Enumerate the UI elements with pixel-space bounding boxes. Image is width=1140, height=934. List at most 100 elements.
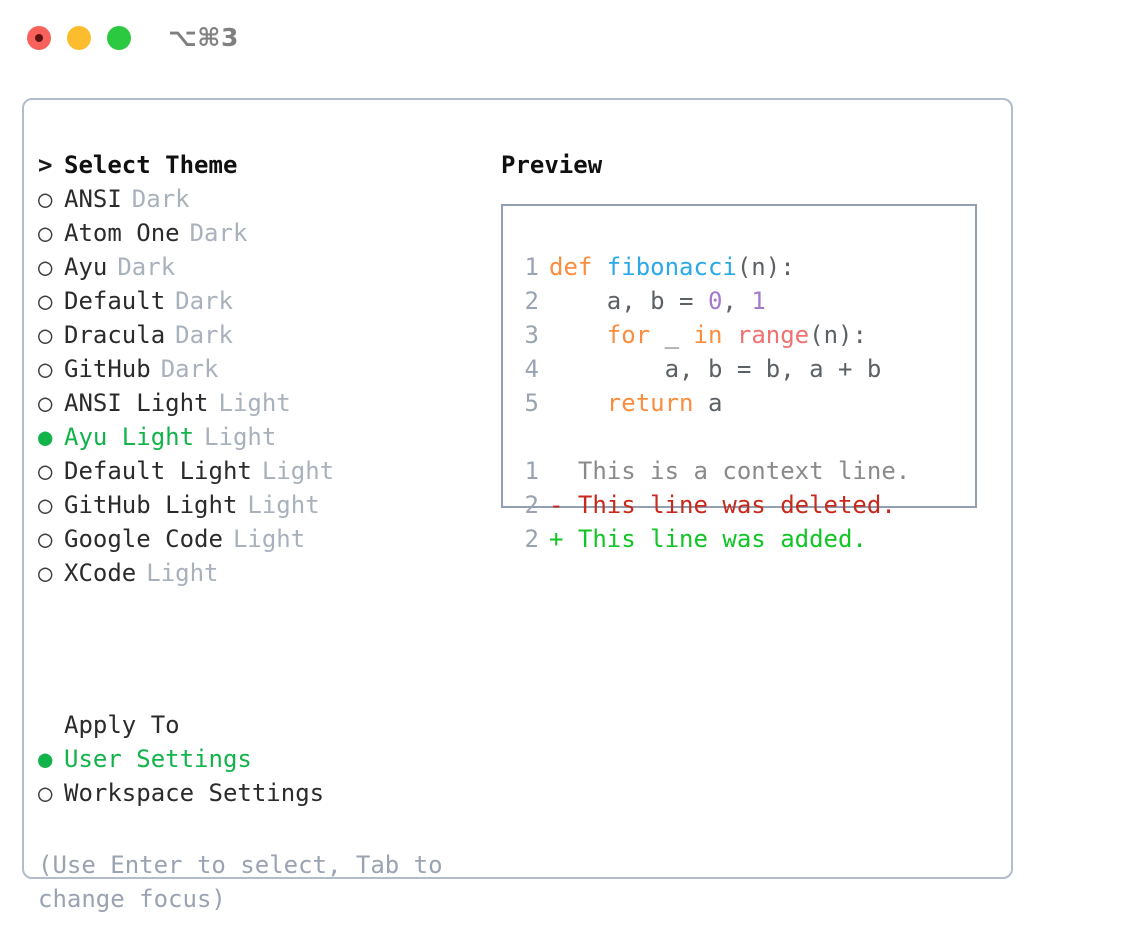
minimize-window-button[interactable]	[67, 26, 91, 50]
apply-to-item-user-settings[interactable]: ●User Settings	[38, 742, 498, 776]
radio-unselected-icon: ○	[38, 491, 53, 519]
radio-selected-icon: ●	[38, 423, 53, 451]
code-line-number: 4	[524, 355, 539, 383]
radio-unselected-icon: ○	[38, 779, 53, 807]
radio-unselected-icon: ○	[38, 287, 53, 315]
code-line: 5 return a	[515, 386, 967, 420]
radio-unselected-icon: ○	[38, 219, 53, 247]
radio-unselected-icon: ○	[38, 321, 53, 349]
code-token: for	[606, 321, 651, 349]
diff-line: 2+ This line was added.	[515, 522, 967, 556]
code-token: 1	[751, 287, 766, 315]
code-token: def	[549, 253, 607, 281]
window-titlebar: ⌥⌘3	[0, 0, 1140, 78]
code-token: _	[650, 321, 694, 349]
apply-to-group: ○ Apply To ●User Settings○Workspace Sett…	[38, 708, 498, 810]
code-token: in	[693, 321, 723, 349]
diff-line-content: + This line was added.	[549, 525, 867, 553]
code-line-content: return a	[549, 386, 723, 420]
theme-item-label: GitHub Light	[64, 491, 238, 519]
apply-to-heading: ○ Apply To	[38, 708, 498, 742]
theme-item-label: Default	[64, 287, 166, 315]
radio-unselected-icon: ○	[38, 389, 53, 417]
apply-to-heading-label: Apply To	[64, 711, 180, 739]
theme-item-tag: Light	[146, 559, 219, 587]
code-line: 4 a, b = b, a + b	[515, 352, 967, 386]
close-icon	[35, 34, 43, 42]
theme-item-github-light[interactable]: ○ GitHub Light Light	[38, 488, 498, 522]
theme-item-label: Google Code	[64, 525, 223, 553]
apply-to-item-workspace-settings[interactable]: ○ Workspace Settings	[38, 776, 498, 810]
theme-item-label: Default Light	[64, 457, 252, 485]
diff-line: 1 This is a context line.	[515, 454, 967, 488]
code-token: fibonacci	[606, 253, 737, 281]
theme-item-default[interactable]: ○ Default Dark	[38, 284, 498, 318]
code-token: return	[606, 389, 694, 417]
diff-line-number: 2	[524, 491, 539, 519]
theme-item-dracula[interactable]: ○ Dracula Dark	[38, 318, 498, 352]
theme-item-tag: Dark	[160, 355, 219, 383]
radio-unselected-icon: ○	[38, 457, 53, 485]
radio-unselected-icon: ○	[38, 525, 53, 553]
theme-item-default-light[interactable]: ○ Default Light Light	[38, 454, 498, 488]
theme-item-tag: Dark	[189, 219, 248, 247]
radio-unselected-icon: ○	[38, 355, 53, 383]
close-window-button[interactable]	[27, 26, 51, 50]
code-line-number: 2	[524, 287, 539, 315]
code-line-number: 3	[524, 321, 539, 349]
code-line: 2 a, b = 0, 1	[515, 284, 967, 318]
theme-item-label: ANSI	[64, 185, 122, 213]
theme-item-tag: Light	[204, 423, 277, 451]
code-line-number: 5	[524, 389, 539, 417]
radio-unselected-icon: ○	[38, 559, 53, 587]
window-title: ⌥⌘3	[168, 23, 239, 52]
theme-item-tag: Dark	[131, 185, 190, 213]
spacer-icon: ○	[38, 708, 64, 742]
keyboard-hint: (Use Enter to select, Tab to change focu…	[38, 851, 458, 913]
code-line: 3 for _ in range(n):	[515, 318, 967, 352]
code-token: a, b =	[549, 287, 708, 315]
theme-item-label: Dracula	[64, 321, 166, 349]
theme-item-ansi[interactable]: ○ ANSI Dark	[38, 182, 498, 216]
apply-to-item-label: Workspace Settings	[64, 779, 325, 807]
code-line: 1 def fibonacci(n):	[515, 250, 967, 284]
maximize-window-button[interactable]	[107, 26, 131, 50]
theme-item-tag: Light	[247, 491, 320, 519]
theme-item-tag: Light	[232, 525, 306, 553]
code-token: ,	[722, 287, 752, 315]
theme-item-tag: Dark	[175, 287, 233, 315]
theme-item-label: Ayu	[64, 253, 108, 281]
theme-item-tag: Dark	[175, 321, 233, 349]
code-line-content: a, b = 0, 1	[549, 284, 766, 318]
theme-item-tag: Light	[261, 457, 335, 485]
code-line-content: for _ in range(n):	[549, 318, 867, 352]
traffic-light-group	[27, 26, 131, 50]
diff-line-number: 1	[524, 457, 539, 485]
radio-unselected-icon: ○	[38, 185, 53, 213]
code-token: a, b = b, a + b	[549, 355, 882, 383]
radio-unselected-icon: ○	[38, 253, 53, 281]
code-token: a	[693, 389, 723, 417]
theme-picker-heading: > Select Theme	[38, 148, 498, 182]
code-token	[549, 321, 607, 349]
code-token: (n):	[736, 253, 795, 281]
code-line-number: 1	[524, 253, 539, 281]
code-token	[549, 389, 607, 417]
diff-line: 2- This line was deleted.	[515, 488, 967, 522]
apply-to-items-container: ●User Settings ○ Workspace Settings	[38, 742, 498, 810]
theme-item-google-code[interactable]: ○ Google Code Light	[38, 522, 498, 556]
code-token: range	[736, 321, 810, 349]
theme-picker-heading-label: Select Theme	[64, 151, 238, 179]
